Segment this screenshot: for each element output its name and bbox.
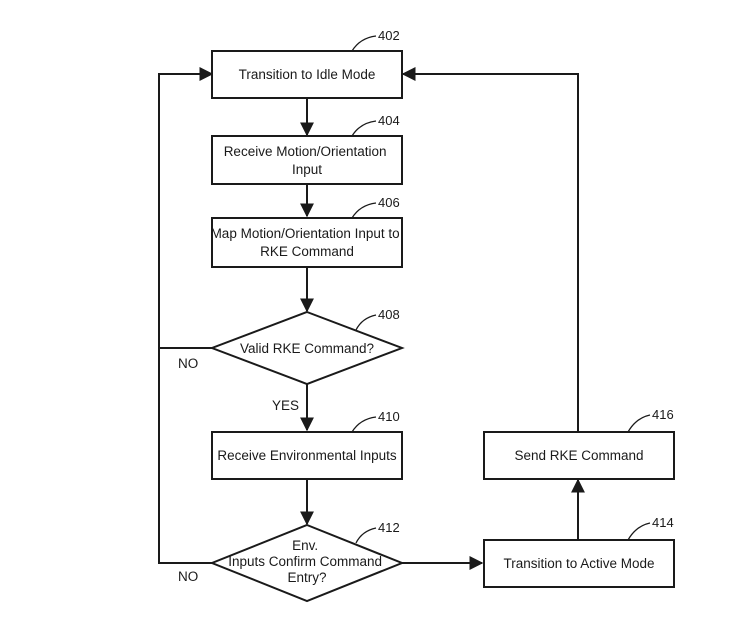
node-408-ref-leader — [355, 314, 377, 331]
node-410-ref-leader — [351, 416, 377, 433]
node-404-ref: 404 — [378, 113, 400, 128]
node-404-label: Receive Motion/Orientation Input — [224, 144, 391, 177]
edge-408-no-402 — [158, 67, 214, 349]
edge-412-no-402 — [158, 348, 212, 564]
node-410-label: Receive Environmental Inputs — [217, 448, 397, 463]
node-414: Transition to Active Mode 414 — [483, 515, 675, 588]
node-416: Send RKE Command 416 — [483, 407, 675, 480]
node-406-label: Map Motion/Orientation Input to RKE Comm… — [211, 226, 404, 259]
node-408-ref: 408 — [378, 307, 400, 322]
node-410: Receive Environmental Inputs 410 — [211, 409, 403, 480]
node-406: Map Motion/Orientation Input to RKE Comm… — [211, 195, 404, 268]
node-402-ref: 402 — [378, 28, 400, 43]
node-416-box — [483, 431, 675, 480]
node-412-diamond — [209, 523, 405, 603]
node-416-ref-leader — [627, 414, 651, 433]
edges — [158, 67, 585, 570]
node-412: Env. Inputs Confirm Command Entry? 412 — [209, 520, 405, 603]
node-410-ref: 410 — [378, 409, 400, 424]
node-412-label: Env. Inputs Confirm Command Entry? — [228, 538, 386, 585]
node-414-ref: 414 — [652, 515, 674, 530]
edge-label-no-412: NO — [178, 569, 198, 584]
node-404: Receive Motion/Orientation Input 404 — [211, 113, 403, 185]
node-414-label: Transition to Active Mode — [503, 556, 654, 571]
node-414-box — [483, 539, 675, 588]
node-402-ref-leader — [351, 35, 377, 52]
node-406-ref: 406 — [378, 195, 400, 210]
node-408-label: Valid RKE Command? — [240, 341, 374, 356]
node-414-ref-leader — [627, 522, 651, 541]
node-416-label: Send RKE Command — [514, 448, 643, 463]
node-410-box — [211, 431, 403, 480]
edge-label-yes-408: YES — [272, 398, 299, 413]
node-412-ref-leader — [355, 527, 377, 544]
edge-label-no-408: NO — [178, 356, 198, 371]
node-404-box — [211, 135, 403, 185]
node-406-ref-leader — [351, 202, 377, 219]
node-408-diamond — [209, 310, 405, 386]
edge-416-402 — [401, 67, 579, 432]
node-408: Valid RKE Command? 408 — [209, 307, 405, 386]
node-404-ref-leader — [351, 120, 377, 137]
node-402-box — [211, 50, 403, 99]
node-416-ref: 416 — [652, 407, 674, 422]
node-402-label: Transition to Idle Mode — [239, 67, 376, 82]
node-406-box — [211, 217, 403, 268]
node-402: Transition to Idle Mode 402 — [211, 28, 403, 99]
node-412-ref: 412 — [378, 520, 400, 535]
